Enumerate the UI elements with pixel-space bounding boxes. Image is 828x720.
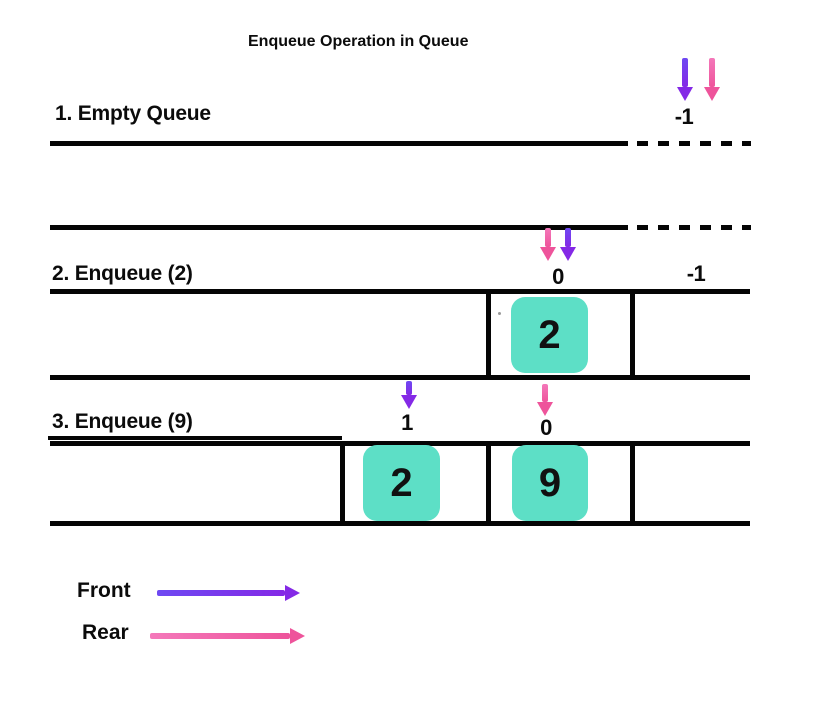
queue3-bottom-line	[50, 521, 750, 526]
queue2-cell-divider	[486, 289, 491, 380]
front-arrow-head	[677, 87, 693, 101]
queue1-top-line	[50, 141, 628, 146]
step2-heading: 2. Enqueue (2)	[52, 262, 193, 285]
front-arrow-shaft	[565, 228, 571, 247]
step2-current-index-label: 0	[552, 264, 564, 289]
queue3-top-line	[50, 441, 750, 446]
front-arrow-icon	[677, 58, 693, 101]
queue1-bottom-line-dashed	[637, 225, 751, 230]
rear-arrow-shaft	[542, 384, 548, 402]
rear-arrow-head	[540, 247, 556, 261]
legend-rear-label: Rear	[82, 621, 129, 644]
queue2-cell-divider	[630, 289, 635, 380]
rear-arrow-head	[537, 402, 553, 416]
front-arrow-head	[401, 395, 417, 409]
front-arrow-shaft	[406, 381, 412, 395]
rear-arrow-head	[290, 628, 305, 644]
queue2-cell-value: 2	[538, 313, 561, 357]
queue2-bottom-line	[50, 375, 750, 380]
front-arrow-shaft	[157, 590, 285, 596]
step3-rear-index-label: 0	[540, 415, 552, 440]
queue3-cell-front-value: 2	[390, 461, 413, 505]
step1-front-rear-index-label: -1	[674, 104, 694, 129]
queue3-cell-box-rear: 9	[512, 445, 588, 521]
queue3-cell-divider	[630, 441, 635, 526]
queue3-cell-divider	[340, 441, 345, 526]
queue2-top-line	[50, 289, 750, 294]
step2-previous-index-label: -1	[686, 261, 706, 286]
queue1-bottom-line	[50, 225, 628, 230]
rear-arrow-icon	[704, 58, 720, 101]
step3-front-index-label: 1	[401, 410, 413, 435]
front-arrow-icon	[157, 585, 300, 601]
step3-heading-underline	[48, 436, 342, 440]
front-arrow-icon	[560, 228, 576, 261]
rear-arrow-icon	[150, 628, 305, 644]
front-arrow-shaft	[682, 58, 688, 87]
rear-arrow-icon	[540, 228, 556, 261]
step3-heading: 3. Enqueue (9)	[52, 410, 193, 433]
rear-arrow-shaft	[150, 633, 290, 639]
queue3-cell-rear-value: 9	[538, 461, 562, 505]
front-arrow-icon	[401, 381, 417, 409]
dot-artifact	[498, 312, 501, 315]
queue3-cell-box-front: 2	[363, 445, 440, 521]
legend-front-label: Front	[77, 579, 131, 602]
front-arrow-head	[560, 247, 576, 261]
queue3-cell-divider	[486, 441, 491, 526]
queue2-cell-box: 2	[511, 297, 588, 373]
rear-arrow-shaft	[545, 228, 551, 247]
front-arrow-head	[285, 585, 300, 601]
rear-arrow-shaft	[709, 58, 715, 87]
queue1-top-line-dashed	[637, 141, 751, 146]
step1-heading: 1. Empty Queue	[55, 102, 211, 125]
diagram-title: Enqueue Operation in Queue	[248, 33, 469, 50]
rear-arrow-head	[704, 87, 720, 101]
rear-arrow-icon	[537, 384, 553, 416]
